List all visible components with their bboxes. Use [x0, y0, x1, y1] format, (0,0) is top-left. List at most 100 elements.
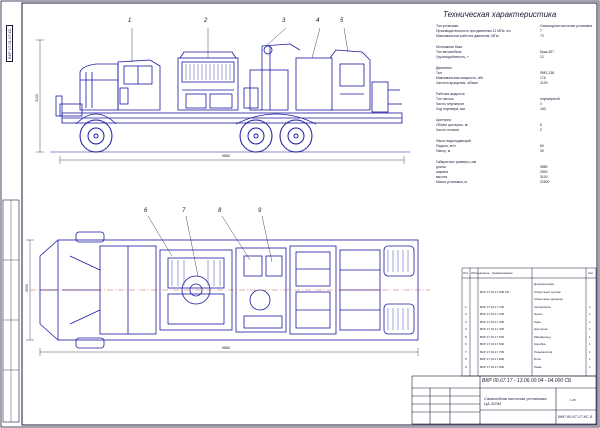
callout-7: 7 — [182, 208, 186, 214]
callout-3: 3 — [282, 18, 286, 24]
parts-cell: 1 — [589, 319, 591, 324]
parts-cell: Трансмиссия — [534, 349, 553, 354]
spec-label: Частота вращения, об/мин — [436, 81, 479, 85]
dim-length-top: 9880 — [222, 154, 230, 158]
spec-value: Краз-257 — [540, 50, 555, 54]
parts-cell: 1 — [589, 327, 591, 331]
parts-cell: Кран — [534, 319, 541, 324]
spec-value: 12 — [540, 55, 544, 59]
spec-label: Грузоподъёмность, т — [436, 55, 469, 59]
side-view — [50, 43, 410, 153]
spec-label: Монтажная база — [436, 45, 462, 49]
parts-cell: ВКР 17.01.17.900 — [480, 364, 505, 369]
callout-4: 4 — [316, 18, 320, 24]
spec-value: 3 — [540, 102, 542, 106]
parts-cell: ВКР 17.01.17.600 — [480, 342, 505, 346]
stamp-code: ВКР 00.67.17 - 13.06.00.04 - 04.000 СБ — [482, 378, 572, 384]
parts-cell: 2 — [465, 312, 467, 316]
spec-value: 7 — [540, 29, 542, 33]
spec-label: Габаритные размеры, мм — [436, 160, 477, 164]
stamp-title: Самоходная насосная установка ЦА-320М — [484, 396, 547, 406]
parts-cell: ВКР 17.01.17.000 СБ — [480, 289, 510, 294]
spec-label: Тип насоса — [436, 97, 454, 101]
parts-cell: Рама — [534, 364, 542, 369]
spec-value: 22500 — [540, 180, 550, 184]
spec-label: Рабочая жидкость — [436, 92, 465, 96]
parts-cell: Насос — [534, 312, 543, 316]
callout-6: 6 — [144, 208, 148, 214]
spec-label: длина — [436, 165, 446, 169]
spec-value: 9880 — [540, 165, 548, 169]
parts-cell: Сборочные единицы — [534, 297, 563, 301]
dim-length-bottom: 9880 — [222, 346, 230, 350]
spec-label: Масса установки, кг — [436, 180, 468, 184]
parts-cell: 8 — [465, 357, 467, 361]
parts-cell: Манифольд — [534, 334, 551, 339]
callout-1: 1 — [128, 18, 132, 24]
title-block-grid — [411, 375, 597, 425]
spec-value: 2100 — [540, 81, 548, 85]
parts-cell: ВКР 17.01.17.200 — [480, 312, 505, 316]
spec-label: Максимальное рабочее давление, МПа — [436, 34, 499, 38]
callout-9: 9 — [258, 208, 262, 214]
parts-cell: 1 — [589, 349, 591, 354]
parts-header: Поз. — [463, 271, 469, 275]
parts-cell: 4 — [465, 327, 467, 331]
parts-cell: 7 — [465, 349, 467, 354]
spec-value: 160 — [540, 107, 546, 111]
parts-cell: Цистерна — [534, 327, 548, 331]
spec-label: Объём цистерны, м³ — [436, 123, 469, 127]
dim-width-plan: 2500 — [24, 284, 29, 292]
stamp-scale: 1:25 — [570, 398, 576, 402]
parts-cell: ВКР 17.01.17.500 — [480, 334, 505, 339]
spec-label: Тип установки — [436, 24, 459, 28]
spec-label: Тип автомобиля — [436, 50, 462, 54]
parts-cell: ВКР 17.01.17.100 — [480, 304, 505, 309]
spec-value: 176 — [540, 76, 546, 80]
parts-cell: 1 — [589, 342, 591, 346]
stamp-sheet-code: ВКР 00.67.17.КС-8 — [558, 414, 593, 419]
parts-cell: ВКР 17.01.17.700 — [480, 349, 505, 354]
callout-8: 8 — [218, 208, 222, 214]
spec-value: 2500 — [540, 170, 548, 174]
parts-cell: 3 — [465, 319, 467, 324]
parts-cell: 9 — [465, 364, 467, 369]
spec-title: Техническая характеристика — [443, 10, 557, 19]
parts-header: Кол. — [588, 271, 594, 275]
spec-label: Число отсеков — [436, 128, 459, 132]
spec-label: Ход плунжера, мм — [436, 107, 465, 111]
parts-cell: 1 — [589, 334, 591, 339]
parts-cell: 1 — [589, 304, 591, 309]
parts-header: Обозначение — [471, 271, 490, 275]
dim-height-side: 3100 — [34, 94, 39, 102]
spec-label: Цистерна — [436, 118, 452, 122]
parts-cell: Сборочный чертёж — [534, 289, 561, 294]
plan-dimensions — [26, 215, 419, 356]
spec-label: Насос водоподающий — [436, 139, 471, 143]
spec-value: Самоходная насосная установка — [540, 24, 592, 28]
parts-cell: 1 — [589, 312, 591, 316]
parts-cell: 1 — [465, 304, 467, 309]
spec-value: 30 — [540, 149, 544, 153]
parts-cell: ВКР 17.01.17.800 — [480, 357, 505, 361]
spec-value: 60 — [540, 144, 544, 148]
side-dimensions — [36, 27, 405, 164]
spec-label: Подача, м³/ч — [436, 144, 456, 148]
spec-value: 3100 — [540, 175, 548, 179]
spec-value: 2 — [540, 128, 542, 132]
spec-label: Двигатель — [436, 66, 452, 70]
spec-label: высота — [436, 175, 448, 179]
parts-cell: Автомобиль — [534, 304, 551, 309]
spec-value: 70 — [540, 34, 544, 38]
inner-frame — [21, 2, 598, 426]
parts-header: Наименование — [492, 271, 513, 275]
parts-cell: 1 — [589, 364, 591, 369]
corner-tag: ВКР 17.01.17.КС — [6, 25, 13, 62]
callout-2: 2 — [204, 18, 208, 24]
spec-label: Число плунжеров — [436, 102, 464, 106]
parts-cell: Документация — [534, 282, 554, 286]
parts-table-grid — [461, 267, 597, 377]
